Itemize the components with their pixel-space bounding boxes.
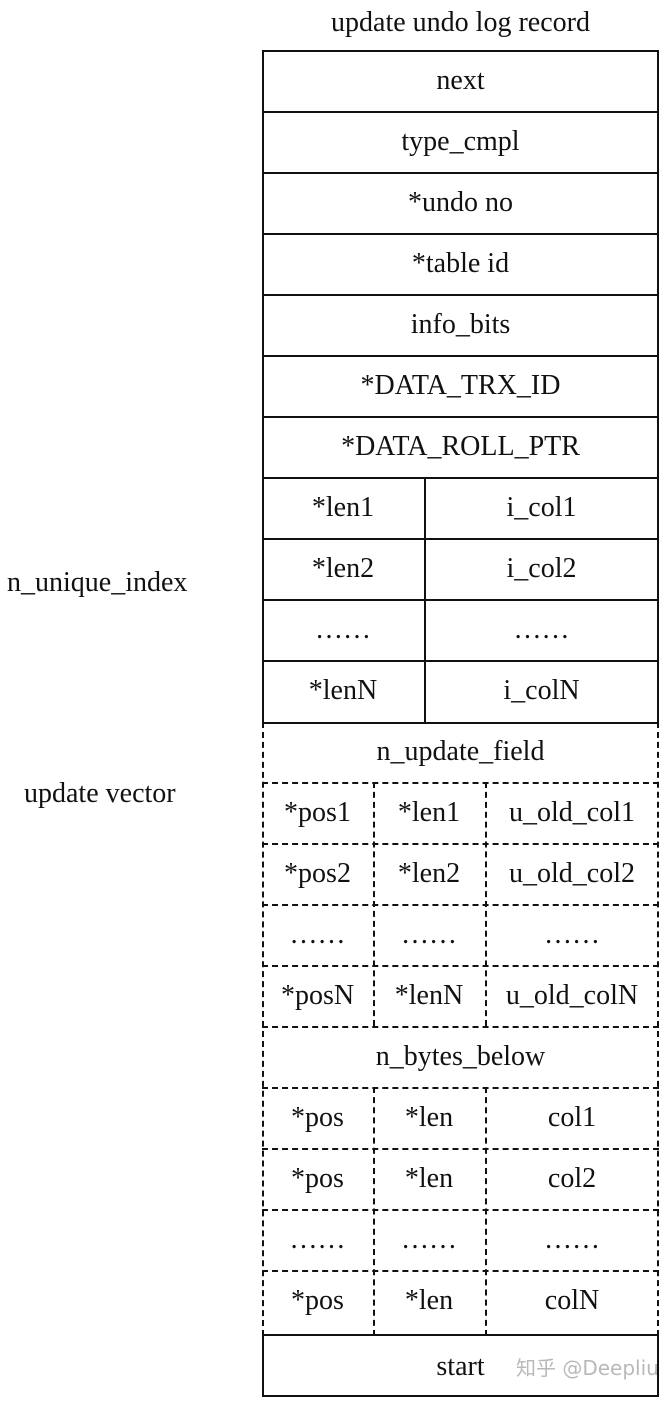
divider <box>262 294 659 296</box>
diagram-title: update undo log record <box>331 7 590 38</box>
divider <box>262 355 659 357</box>
cell-undo-no: *undo no <box>408 186 513 218</box>
below-col-cell: colN <box>544 1284 600 1316</box>
dashed-left-border <box>262 722 264 1336</box>
update-vector-row: …… …… …… <box>262 904 659 965</box>
unique-len-cell: …… <box>315 613 371 645</box>
row-type-cmpl: type_cmpl <box>262 111 659 172</box>
dashed-divider <box>262 1270 659 1272</box>
update-pos-cell: *pos2 <box>284 857 351 889</box>
column-divider <box>424 477 426 722</box>
cell-n-bytes-below: n_bytes_below <box>375 1040 546 1072</box>
cell-type-cmpl: type_cmpl <box>401 125 520 157</box>
update-vector-label: update vector <box>24 778 176 809</box>
dashed-divider <box>262 1087 659 1089</box>
dashed-divider <box>262 1209 659 1211</box>
update-vector-row: *pos2 *len2 u_old_col2 <box>262 843 659 904</box>
update-col-cell: u_old_colN <box>505 979 639 1011</box>
cell-info-bits: info_bits <box>410 308 511 340</box>
unique-col-cell: i_col1 <box>506 491 577 523</box>
below-field-row: *pos *len col1 <box>262 1087 659 1148</box>
divider <box>262 233 659 235</box>
solid-section-frame <box>262 50 659 724</box>
cell-next: next <box>436 64 485 96</box>
n-unique-index-label: n_unique_index <box>7 567 188 598</box>
row-info-bits: info_bits <box>262 294 659 355</box>
below-pos-cell: *pos <box>291 1101 344 1133</box>
row-start: start <box>262 1336 659 1397</box>
divider <box>262 111 659 113</box>
row-next: next <box>262 50 659 111</box>
below-col-cell: col1 <box>547 1101 597 1133</box>
undo-record-table: next type_cmpl *undo no *table id info_b… <box>262 50 659 1397</box>
dashed-divider <box>262 965 659 967</box>
watermark: 知乎 @Deepliu <box>516 1356 659 1380</box>
below-pos-cell: …… <box>289 1223 346 1255</box>
below-field-row: …… …… …… <box>262 1209 659 1270</box>
row-n-bytes-below: n_bytes_below <box>262 1026 659 1087</box>
unique-index-row: *len2 i_col2 <box>262 538 659 599</box>
below-len-cell: *len <box>404 1284 454 1316</box>
dashed-column-divider <box>373 782 375 1026</box>
below-len-cell: *len <box>404 1162 454 1194</box>
row-n-update-field: n_update_field <box>262 721 659 782</box>
below-field-row: *pos *len col2 <box>262 1148 659 1209</box>
cell-data-roll-ptr: *DATA_ROLL_PTR <box>341 430 580 462</box>
dashed-column-divider <box>485 1087 487 1336</box>
update-pos-cell: *posN <box>280 979 355 1011</box>
below-field-row: *pos *len colN <box>262 1270 659 1331</box>
below-len-cell: …… <box>401 1223 457 1255</box>
unique-col-cell: i_col2 <box>506 552 577 584</box>
divider <box>262 660 659 662</box>
update-len-cell: *lenN <box>394 979 464 1011</box>
unique-len-cell: *lenN <box>308 674 378 706</box>
unique-index-row: …… …… <box>262 599 659 660</box>
unique-index-row: *lenN i_colN <box>262 660 659 721</box>
below-pos-cell: *pos <box>291 1284 344 1316</box>
below-len-cell: *len <box>404 1101 454 1133</box>
dashed-divider <box>262 1026 659 1028</box>
cell-start: start <box>436 1350 485 1382</box>
unique-col-cell: i_colN <box>503 674 580 706</box>
divider <box>262 477 659 479</box>
unique-len-cell: *len1 <box>311 491 375 523</box>
unique-index-row: *len1 i_col1 <box>262 477 659 538</box>
update-len-cell: …… <box>401 918 457 950</box>
update-len-cell: *len2 <box>397 857 461 889</box>
update-vector-row: *pos1 *len1 u_old_col1 <box>262 782 659 843</box>
unique-len-cell: *len2 <box>311 552 375 584</box>
update-col-cell: u_old_col2 <box>509 857 635 889</box>
below-col-cell: …… <box>544 1223 600 1255</box>
row-table-id: *table id <box>262 233 659 294</box>
update-pos-cell: *pos1 <box>284 796 351 828</box>
divider <box>262 599 659 601</box>
dashed-divider <box>262 782 659 784</box>
update-vector-row: *posN *lenN u_old_colN <box>262 965 659 1026</box>
divider <box>262 172 659 174</box>
row-undo-no: *undo no <box>262 172 659 233</box>
below-pos-cell: *pos <box>291 1162 344 1194</box>
dashed-divider <box>262 843 659 845</box>
divider <box>262 538 659 540</box>
cell-data-trx-id: *DATA_TRX_ID <box>360 369 561 401</box>
update-pos-cell: …… <box>289 918 346 950</box>
unique-col-cell: …… <box>513 613 570 645</box>
cell-n-update-field: n_update_field <box>376 735 545 767</box>
below-col-cell: col2 <box>547 1162 597 1194</box>
dashed-right-border <box>657 722 659 1336</box>
update-col-cell: …… <box>544 918 600 950</box>
dashed-column-divider <box>373 1087 375 1336</box>
row-data-roll-ptr: *DATA_ROLL_PTR <box>262 416 659 477</box>
dashed-divider <box>262 904 659 906</box>
start-box-frame <box>262 1334 659 1397</box>
row-data-trx-id: *DATA_TRX_ID <box>262 355 659 416</box>
dashed-divider <box>262 1148 659 1150</box>
update-col-cell: u_old_col1 <box>509 796 635 828</box>
dashed-column-divider <box>485 782 487 1026</box>
cell-table-id: *table id <box>411 247 510 279</box>
divider <box>262 416 659 418</box>
update-len-cell: *len1 <box>397 796 461 828</box>
